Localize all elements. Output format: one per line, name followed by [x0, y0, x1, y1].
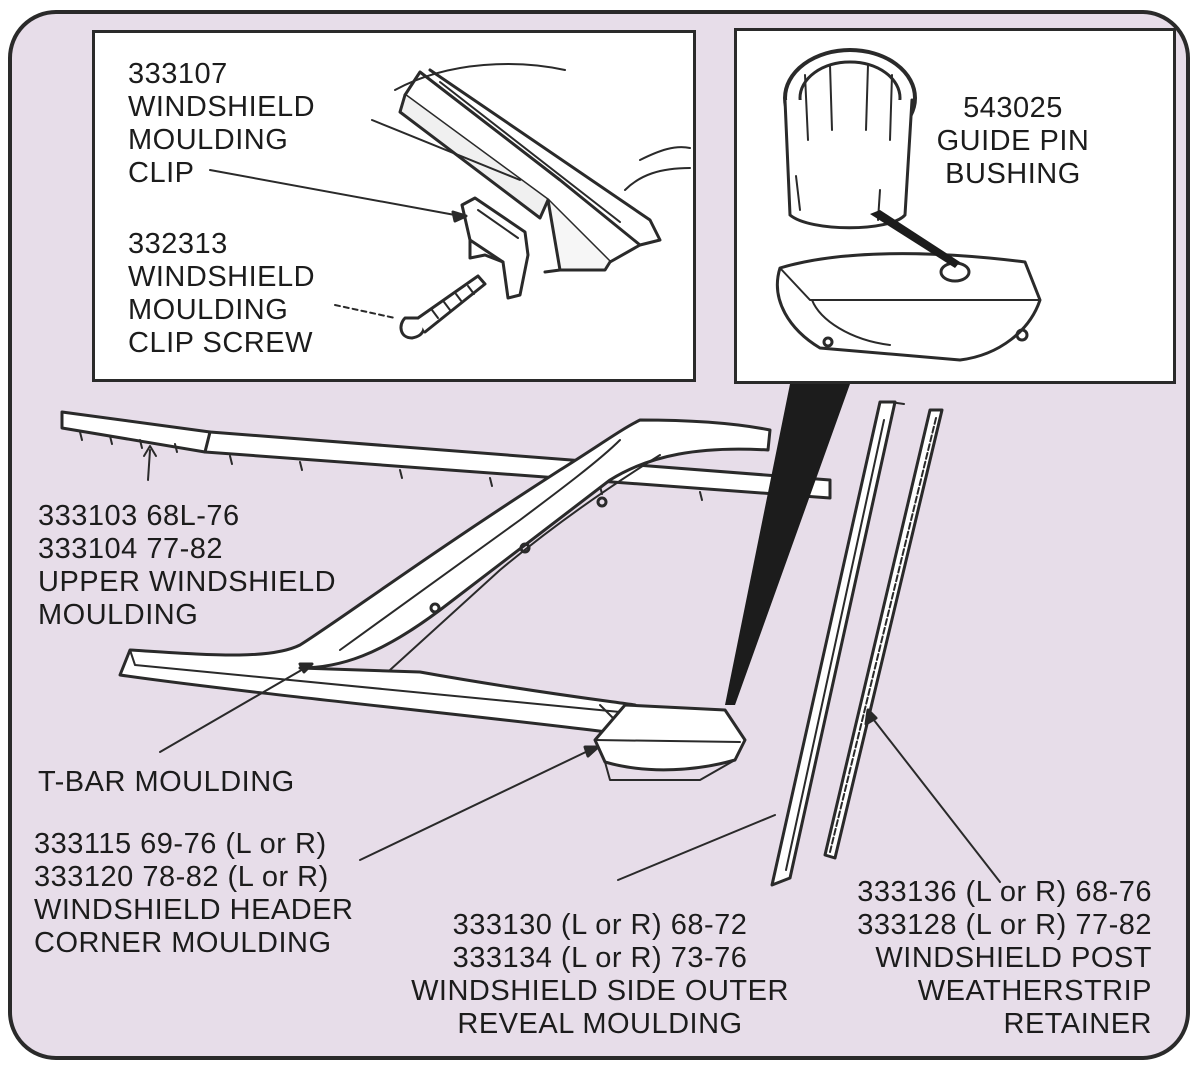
bushing-detail-drawing	[775, 48, 1042, 362]
bushing-label: 543025 GUIDE PIN BUSHING	[936, 92, 1090, 190]
side-reveal-label: 333130 (L or R) 68-72 333134 (L or R) 73…	[411, 909, 789, 1040]
clip-screw-label: 332313 WINDSHIELD MOULDING CLIP SCREW	[128, 228, 316, 359]
post-retainer-drawing	[823, 408, 944, 860]
clip-detail-inset	[92, 30, 696, 382]
clip-detail-drawing	[209, 63, 691, 340]
corner-moulding-label: 333115 69-76 (L or R) 333120 78-82 (L or…	[34, 828, 354, 959]
post-retainer-label: 333136 (L or R) 68-76 333128 (L or R) 77…	[857, 876, 1152, 1040]
t-bar-moulding-drawing	[118, 418, 772, 737]
t-bar-label: T-BAR MOULDING	[38, 766, 295, 798]
clip-label: 333107 WINDSHIELD MOULDING CLIP	[128, 58, 316, 189]
upper-moulding-label: 333103 68L-76 333104 77-82 UPPER WINDSHI…	[38, 500, 337, 631]
corner-moulding-drawing	[593, 703, 747, 781]
upper-windshield-moulding-drawing	[60, 410, 832, 501]
side-reveal-moulding-drawing	[770, 400, 905, 887]
